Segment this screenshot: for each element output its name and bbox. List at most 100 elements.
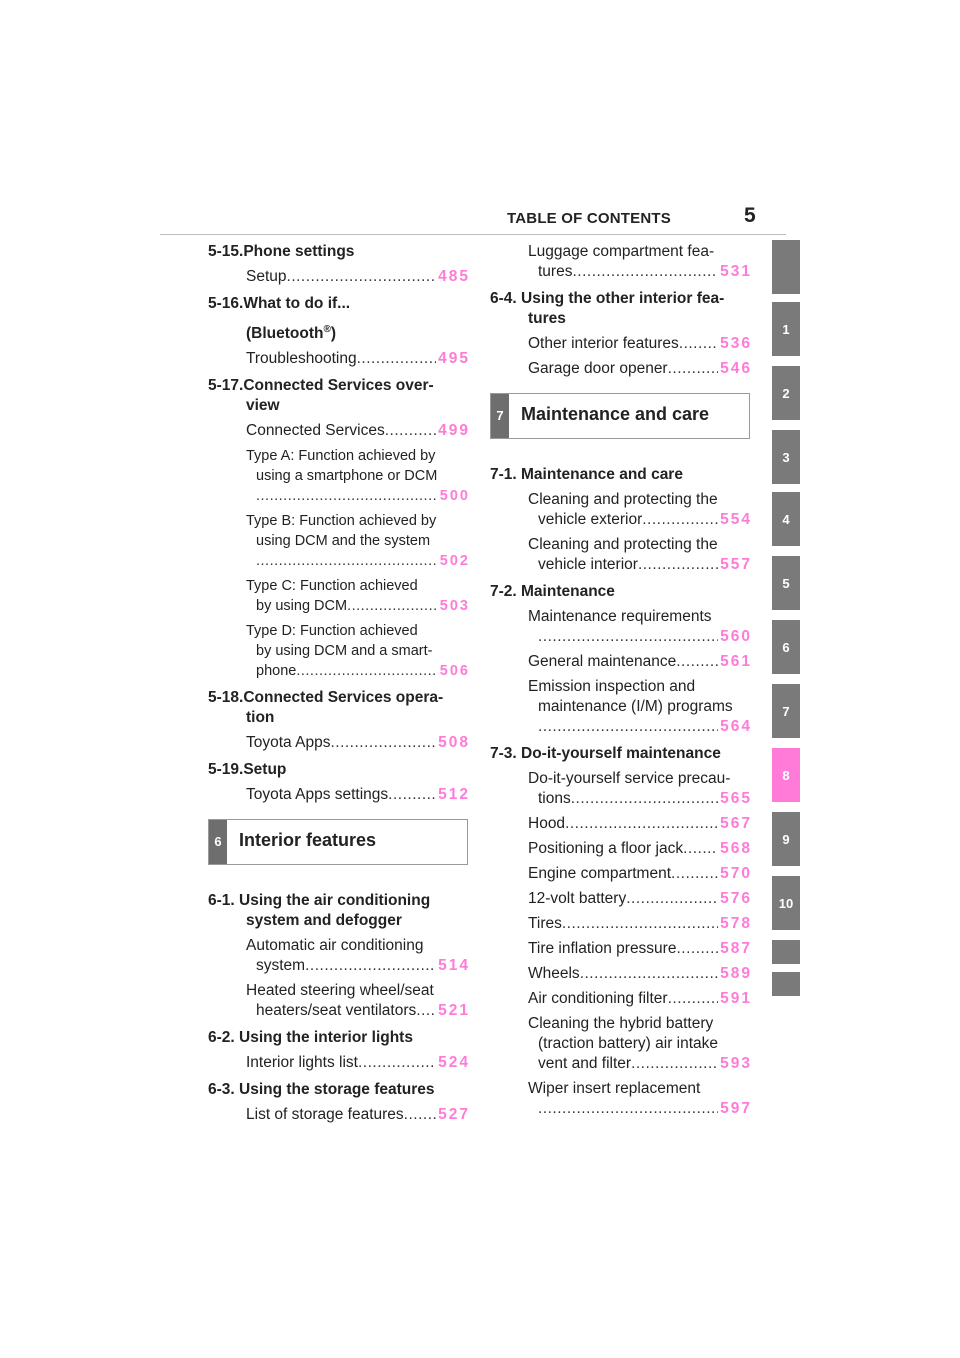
page-ref[interactable]: 560: [720, 628, 752, 645]
toc-entry[interactable]: Wiper insert replacement 597: [490, 1079, 752, 1119]
toc-entry[interactable]: Emission inspection and maintenance (I/M…: [490, 677, 752, 737]
page-ref[interactable]: 546: [720, 360, 752, 377]
page-ref[interactable]: 557: [720, 556, 752, 573]
page-ref[interactable]: 524: [438, 1054, 470, 1072]
page-ref[interactable]: 570: [720, 865, 752, 882]
toc-entry[interactable]: Connected Services499: [208, 421, 470, 441]
page-ref[interactable]: 508: [438, 734, 470, 752]
section-6-3-title: 6-3. Using the storage features: [208, 1081, 435, 1099]
section-6-1-title: 6-1. Using the air conditioning system a…: [208, 892, 431, 930]
toc-entry[interactable]: Type A: Function achieved by using a sma…: [208, 446, 470, 506]
header-rule: [160, 234, 786, 235]
page-ref[interactable]: 589: [720, 965, 752, 982]
toc-entry[interactable]: Tire inflation pressure587: [490, 939, 752, 959]
toc-entry[interactable]: Automatic air conditioning system514: [208, 936, 470, 976]
toc-entry[interactable]: List of storage features527: [208, 1105, 470, 1125]
chapter-tab-2[interactable]: 2: [772, 366, 800, 420]
chapter-tab-10[interactable]: 10: [772, 876, 800, 930]
page-ref[interactable]: 591: [720, 990, 752, 1007]
header-title: TABLE OF CONTENTS: [507, 210, 671, 227]
page-ref[interactable]: 554: [720, 511, 752, 528]
toc-column-right: Luggage compartment fea- tures531 6-4. U…: [490, 242, 752, 1119]
section-5-16-title: 5-16.What to do if... (Bluetooth®): [208, 295, 351, 343]
chapter-tab-blank-top[interactable]: [772, 240, 800, 294]
toc-entry[interactable]: Other interior features536: [490, 334, 752, 354]
toc-entry[interactable]: 12-volt battery576: [490, 889, 752, 909]
section-7-1-title: 7-1. Maintenance and care: [490, 466, 683, 483]
chapter-tab-blank-1[interactable]: [772, 940, 800, 964]
page-ref[interactable]: 597: [720, 1100, 752, 1117]
toc-entry[interactable]: Heated steering wheel/seat heaters/seat …: [208, 981, 470, 1021]
page-ref[interactable]: 499: [438, 422, 470, 440]
page-ref[interactable]: 561: [720, 653, 752, 670]
page-ref[interactable]: 495: [438, 350, 470, 368]
toc-entry[interactable]: Maintenance requirements 560: [490, 607, 752, 647]
page-ref[interactable]: 578: [720, 915, 752, 932]
toc-entry[interactable]: Luggage compartment fea- tures531: [490, 242, 752, 282]
chapter-tab-blank-2[interactable]: [772, 972, 800, 996]
page-ref[interactable]: 506: [439, 663, 470, 680]
toc-entry[interactable]: Interior lights list524: [208, 1053, 470, 1073]
chapter-tab-5[interactable]: 5: [772, 556, 800, 610]
page-ref[interactable]: 527: [438, 1106, 470, 1124]
page-ref[interactable]: 593: [720, 1055, 752, 1072]
toc-entry[interactable]: Air conditioning filter591: [490, 989, 752, 1009]
page-ref[interactable]: 564: [720, 718, 752, 735]
toc-entry[interactable]: Cleaning and protecting the vehicle exte…: [490, 490, 752, 530]
chapter-tab-8[interactable]: 8: [772, 748, 800, 802]
toc-entry[interactable]: Cleaning and protecting the vehicle inte…: [490, 535, 752, 575]
page-ref[interactable]: 567: [720, 815, 752, 832]
section-6-4-title: 6-4. Using the other interior fea- tures: [490, 290, 725, 327]
section-5-19-title: 5-19.Setup: [208, 761, 287, 779]
chapter-tab-3[interactable]: 3: [772, 430, 800, 484]
toc-entry[interactable]: Engine compartment570: [490, 864, 752, 884]
toc-entry[interactable]: Hood567: [490, 814, 752, 834]
chapter-title: Interior features: [239, 830, 377, 851]
toc-entry[interactable]: Type B: Function achieved by using DCM a…: [208, 511, 470, 571]
toc-entry[interactable]: Cleaning the hybrid battery (traction ba…: [490, 1014, 752, 1074]
toc-entry[interactable]: Troubleshooting495: [208, 349, 470, 369]
chapter-title: Maintenance and care: [521, 404, 710, 424]
chapter-6-heading[interactable]: 6 Interior features: [208, 819, 468, 866]
page-ref[interactable]: 565: [720, 790, 752, 807]
toc-entry[interactable]: Type D: Function achieved by using DCM a…: [208, 621, 470, 681]
chapter-tab-1[interactable]: 1: [772, 302, 800, 356]
chapter-7-heading[interactable]: 7 Maintenance and care: [490, 393, 750, 439]
chapter-tab-9[interactable]: 9: [772, 812, 800, 866]
section-6-2-title: 6-2. Using the interior lights: [208, 1029, 413, 1047]
page-ref[interactable]: 512: [438, 786, 470, 804]
page-ref[interactable]: 587: [720, 940, 752, 957]
toc-entry[interactable]: Toyota Apps508: [208, 733, 470, 753]
toc-column-left: 5-15.Phone settings Setup485 5-16.What t…: [208, 242, 470, 1125]
toc-entry[interactable]: Wheels589: [490, 964, 752, 984]
toc-entry[interactable]: Setup485: [208, 267, 470, 287]
toc-entry[interactable]: Toyota Apps settings512: [208, 785, 470, 805]
page-ref[interactable]: 576: [720, 890, 752, 907]
toc-entry[interactable]: Type C: Function achieved by using DCM50…: [208, 576, 470, 616]
page-ref[interactable]: 502: [439, 553, 470, 570]
page-ref[interactable]: 500: [439, 488, 470, 505]
section-7-3-title: 7-3. Do-it-yourself maintenance: [490, 745, 721, 762]
toc-entry[interactable]: Do-it-yourself service precau- tions565: [490, 769, 752, 809]
page-number: 5: [744, 204, 756, 227]
page-header: TABLE OF CONTENTS 5: [160, 204, 787, 235]
page-ref[interactable]: 514: [438, 957, 470, 975]
section-5-18-title: 5-18.Connected Services opera- tion: [208, 689, 444, 727]
page-ref[interactable]: 536: [720, 335, 752, 352]
section-5-15-title: 5-15.Phone settings: [208, 243, 355, 260]
page-ref[interactable]: 568: [720, 840, 752, 857]
toc-entry[interactable]: Tires578: [490, 914, 752, 934]
page-ref[interactable]: 531: [720, 263, 752, 280]
chapter-tab-4[interactable]: 4: [772, 492, 800, 546]
toc-entry[interactable]: General maintenance561: [490, 652, 752, 672]
toc-entry[interactable]: Garage door opener546: [490, 359, 752, 379]
page-ref[interactable]: 503: [439, 598, 470, 615]
section-5-17-title: 5-17.Connected Services over- view: [208, 377, 434, 415]
toc-entry[interactable]: Positioning a floor jack568: [490, 839, 752, 859]
chapter-number: 7: [491, 394, 509, 438]
chapter-tab-6[interactable]: 6: [772, 620, 800, 674]
chapter-tab-7[interactable]: 7: [772, 684, 800, 738]
page-ref[interactable]: 521: [438, 1002, 470, 1020]
chapter-number: 6: [209, 820, 227, 865]
page-ref[interactable]: 485: [438, 268, 470, 285]
